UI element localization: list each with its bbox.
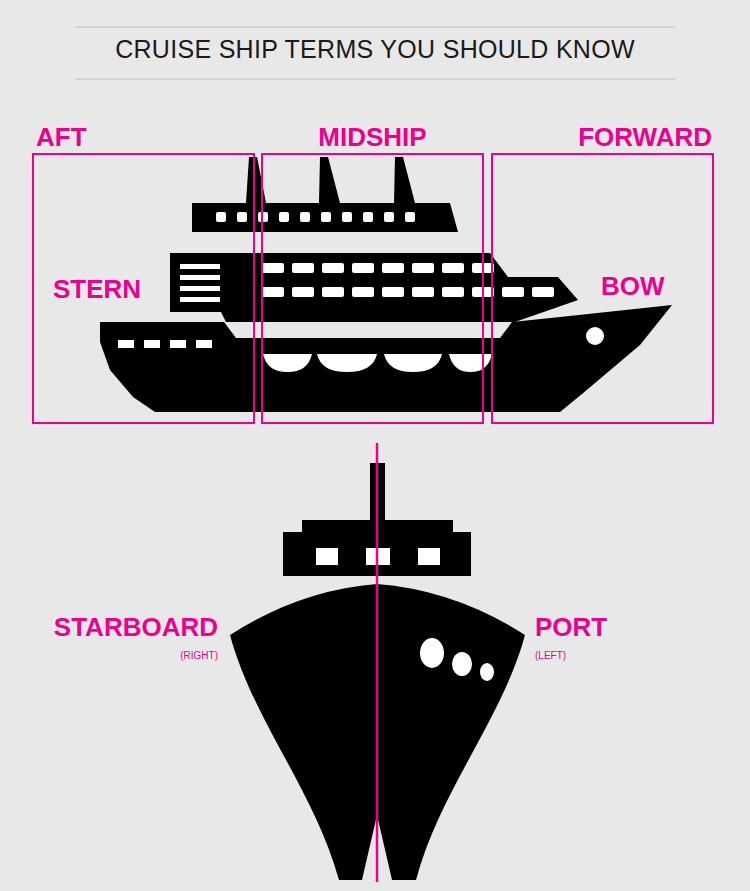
label-slot: STARBOARD	[54, 613, 218, 642]
porthole	[480, 663, 494, 681]
window	[292, 287, 314, 297]
hull	[100, 305, 672, 412]
porthole	[452, 652, 472, 676]
window	[258, 212, 268, 222]
side-view-ship	[100, 157, 672, 412]
window	[262, 263, 284, 273]
window	[300, 212, 310, 222]
funnel	[246, 157, 266, 203]
rule-line	[75, 27, 675, 28]
hull-window	[196, 340, 212, 348]
lifeboat	[263, 354, 312, 372]
window	[321, 212, 331, 222]
window	[262, 287, 284, 297]
funnel	[394, 157, 415, 203]
vent-stripe	[180, 286, 220, 291]
text-slot: MIDSHIP	[261, 123, 484, 152]
lifeboat	[384, 354, 442, 372]
lifeboat	[449, 354, 492, 372]
porthole	[420, 638, 444, 668]
window	[442, 287, 464, 297]
middle-deck	[170, 253, 578, 322]
text-slot: FORWARD	[578, 123, 712, 152]
window	[342, 212, 352, 222]
window	[322, 263, 344, 273]
section-heading: AFT	[36, 123, 87, 152]
window	[502, 287, 524, 297]
vent-stripe	[180, 297, 220, 302]
ship-section-box: FORWARDBOW	[491, 153, 714, 424]
text-slot: STERN	[53, 275, 141, 304]
label-slot: PORT	[535, 613, 607, 642]
end-name: STERN	[53, 275, 141, 304]
window	[382, 263, 404, 273]
lifeboat	[317, 354, 377, 372]
hull-window	[118, 340, 134, 348]
window	[405, 212, 415, 222]
window	[384, 212, 394, 222]
window	[316, 548, 338, 565]
side-note: (RIGHT)	[180, 650, 218, 661]
label-slot: (LEFT)	[535, 645, 566, 663]
title-rules	[75, 27, 675, 79]
title-slot: CRUISE SHIP TERMS YOU SHOULD KNOW	[0, 36, 750, 64]
ship-section-box: AFTSTERN	[32, 153, 255, 424]
vent-stripe	[180, 275, 220, 280]
porthole	[586, 327, 604, 345]
side-name: PORT	[535, 613, 607, 642]
window	[237, 212, 247, 222]
rule-line	[75, 79, 675, 80]
vent-stripe	[180, 264, 220, 269]
side-note: (LEFT)	[535, 650, 566, 661]
section-heading: FORWARD	[578, 123, 712, 152]
text-slot: BOW	[601, 272, 665, 301]
side-name: STARBOARD	[54, 613, 218, 642]
window	[352, 263, 374, 273]
title: CRUISE SHIP TERMS YOU SHOULD KNOW	[115, 36, 635, 64]
hull-window	[144, 340, 160, 348]
text-slot: AFT	[36, 123, 87, 152]
window	[352, 287, 374, 297]
end-name: BOW	[601, 272, 665, 301]
window	[382, 287, 404, 297]
window	[279, 212, 289, 222]
section-heading: MIDSHIP	[318, 123, 426, 152]
hull-window	[170, 340, 186, 348]
window	[412, 287, 434, 297]
funnel	[319, 157, 340, 203]
windows	[118, 212, 554, 372]
centerline	[376, 443, 379, 882]
top-deck	[192, 203, 458, 232]
window	[412, 263, 434, 273]
window	[216, 212, 226, 222]
window	[532, 287, 554, 297]
window	[442, 263, 464, 273]
window	[292, 263, 314, 273]
window	[322, 287, 344, 297]
window	[418, 548, 440, 565]
window	[363, 212, 373, 222]
ship-section-box: MIDSHIP	[261, 153, 484, 424]
label-slot: (RIGHT)	[180, 645, 218, 663]
